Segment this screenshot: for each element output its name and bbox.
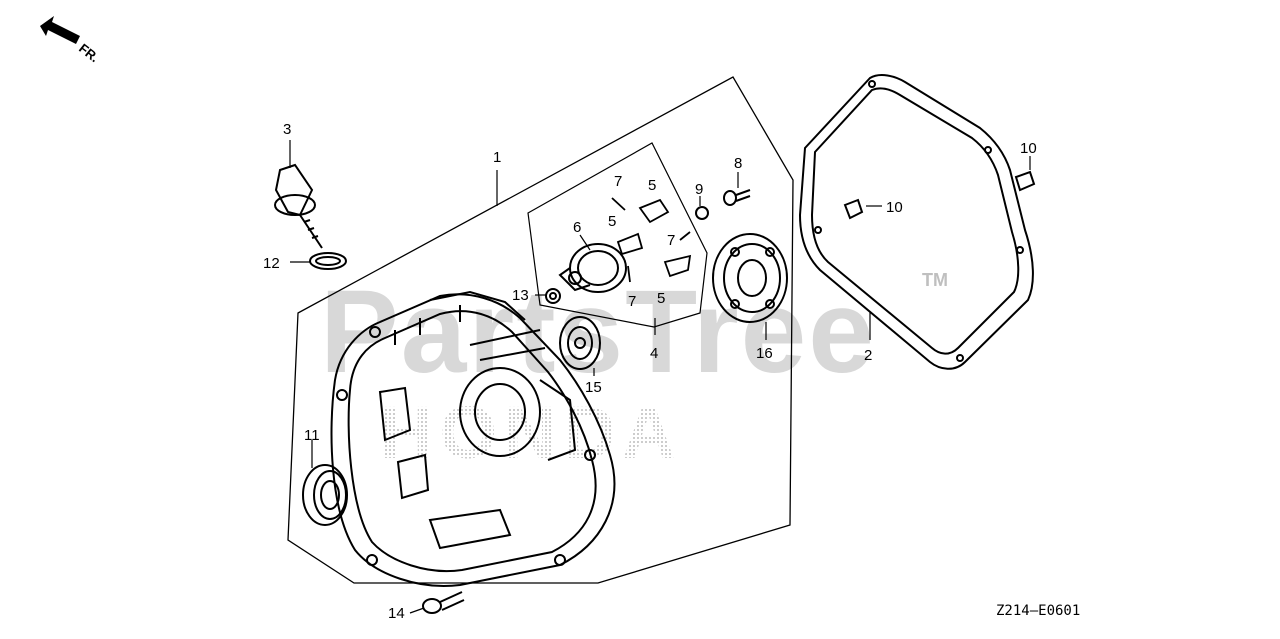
governor-gear-part xyxy=(558,243,627,293)
watermark-text: PartsTree xyxy=(320,266,876,398)
callout-10-left: 10 xyxy=(886,199,903,216)
callout-2: 2 xyxy=(864,347,872,364)
assembly-outline xyxy=(287,76,794,584)
washer-part xyxy=(545,288,561,304)
callout-14: 14 xyxy=(388,605,405,622)
ball-bearing-large-part xyxy=(712,233,788,323)
governor-subassembly-outline xyxy=(527,142,708,328)
callout-5-low: 5 xyxy=(657,290,665,307)
callout-7-low: 7 xyxy=(628,293,636,310)
dowel-pins-part xyxy=(843,170,1036,220)
callout-1: 1 xyxy=(493,149,501,166)
callout-7-right: 7 xyxy=(667,232,675,249)
oil-level-gauge-part xyxy=(274,163,323,249)
callout-5-top: 5 xyxy=(648,177,656,194)
leader-lines xyxy=(289,140,1031,614)
callout-3: 3 xyxy=(283,121,291,138)
callout-4: 4 xyxy=(650,345,658,362)
callout-15: 15 xyxy=(585,379,602,396)
front-direction-arrow-icon: FR. xyxy=(40,16,102,65)
oil-seal-part xyxy=(302,464,348,526)
governor-weights-part xyxy=(611,197,692,283)
flange-bolt-part xyxy=(422,591,465,614)
o-ring-part xyxy=(309,252,347,270)
callout-6: 6 xyxy=(573,219,581,236)
bolt-part xyxy=(723,189,751,206)
callout-7-top: 7 xyxy=(614,173,622,190)
callout-13: 13 xyxy=(512,287,529,304)
callout-12: 12 xyxy=(263,255,280,272)
callout-labels: 1 2 3 4 5 5 5 6 7 7 7 8 9 10 10 11 12 13… xyxy=(263,121,1037,622)
callout-10-right: 10 xyxy=(1020,140,1037,157)
brand-watermark: HONDA xyxy=(380,391,681,474)
watermark-tm: TM xyxy=(922,270,948,290)
callout-8: 8 xyxy=(734,155,742,172)
front-direction-label: FR. xyxy=(76,41,102,66)
ball-bearing-small-part xyxy=(559,316,601,370)
washer-small-part xyxy=(695,206,709,220)
callout-9: 9 xyxy=(695,181,703,198)
gasket-part xyxy=(798,74,1034,370)
diagram-code: Z214—E0601 xyxy=(996,603,1080,619)
callout-11: 11 xyxy=(304,427,320,444)
callout-16: 16 xyxy=(756,345,773,362)
callout-5-mid: 5 xyxy=(608,213,616,230)
crankcase-cover-part xyxy=(330,290,616,587)
